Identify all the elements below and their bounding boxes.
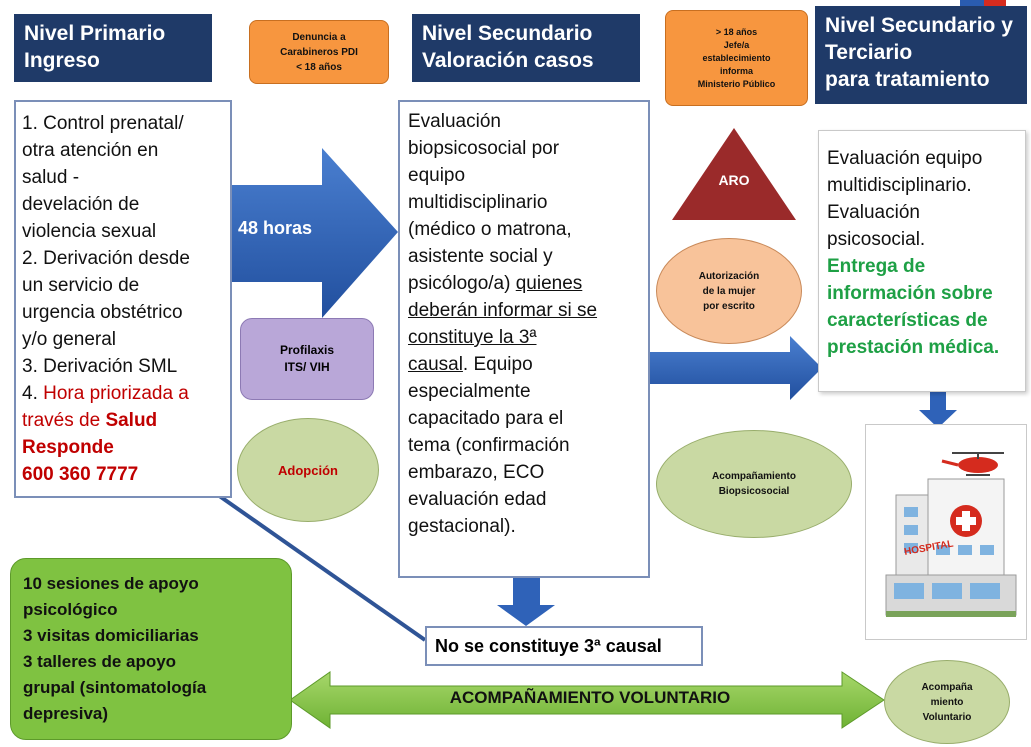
- primary-line: develación de: [22, 194, 140, 215]
- primary-line: un servicio de: [22, 275, 140, 296]
- header-secondary: Nivel Secundario Valoración casos: [412, 14, 640, 82]
- secondary-line: especialmente: [408, 381, 531, 402]
- secondary-line: causal. Equipo: [408, 351, 640, 378]
- badge-adopcion: Adopción: [237, 418, 379, 522]
- green-line: psicológico: [23, 600, 118, 619]
- secondary-line: embarazo, ECO: [408, 462, 545, 483]
- tertiary-line: Evaluación equipo: [827, 148, 983, 169]
- primary-line: 2. Derivación desde: [22, 248, 190, 269]
- tertiary-box: Evaluación equipo multidisciplinario. Ev…: [818, 130, 1026, 392]
- badge-acompanamiento-voluntario: Acompaña miento Voluntario: [884, 660, 1010, 744]
- arrow-to-hospital: [919, 392, 957, 428]
- badge-autorizacion: Autorización de la mujer por escrito: [656, 238, 802, 344]
- secondary-line: deberán informar si se: [408, 300, 598, 321]
- header-tertiary: Nivel Secundario y Terciario para tratam…: [815, 6, 1027, 104]
- primary-line: Responde: [22, 437, 114, 458]
- primary-line: violencia sexual: [22, 221, 157, 242]
- tertiary-line: información sobre: [827, 283, 993, 304]
- secondary-underlined: quienes: [515, 273, 583, 294]
- secondary-line: asistente social y: [408, 246, 553, 267]
- primary-highlight: través de: [22, 410, 106, 431]
- primary-line: salud -: [22, 167, 80, 188]
- secondary-box: Evaluación biopsicosocial por equipo mul…: [398, 100, 650, 578]
- flag-blue: [960, 0, 984, 6]
- primary-line: urgencia obstétrico: [22, 302, 183, 323]
- tertiary-line: multidisciplinario.: [827, 175, 972, 196]
- green-line: 10 sesiones de apoyo: [23, 574, 199, 593]
- secondary-text: psicólogo/a): [408, 273, 516, 294]
- primary-box: 1. Control prenatal/ otra atención en sa…: [14, 100, 232, 498]
- primary-line: 4. Hora priorizada a: [22, 380, 224, 407]
- primary-phone: 600 360 7777: [22, 464, 139, 485]
- arrow-to-no-causal: [497, 578, 555, 626]
- aro-triangle: [672, 128, 796, 220]
- badge-profilaxis: Profilaxis ITS/ VIH: [240, 318, 374, 400]
- primary-line: 3. Derivación SML: [22, 356, 178, 377]
- secondary-line: Evaluación: [408, 111, 501, 132]
- secondary-text: . Equipo: [462, 354, 533, 375]
- primary-highlight: Hora priorizada a: [43, 383, 189, 404]
- hospital-panel: HOSPITAL: [865, 424, 1027, 640]
- green-line: 3 talleres de apoyo: [23, 652, 177, 671]
- secondary-line: capacitado para el: [408, 408, 564, 429]
- tertiary-line: Evaluación: [827, 202, 920, 223]
- secondary-line: tema (confirmación: [408, 435, 570, 456]
- secondary-line: equipo: [408, 165, 466, 186]
- arrow-48h: [230, 148, 398, 318]
- badge-ministerio: > 18 años Jefe/a establecimiento informa…: [665, 10, 808, 106]
- tertiary-line: prestación médica.: [827, 337, 1000, 358]
- green-support-box: 10 sesiones de apoyo psicológico 3 visit…: [10, 558, 292, 740]
- green-line: 3 visitas domiciliarias: [23, 626, 199, 645]
- primary-highlight-bold: Salud: [105, 410, 158, 431]
- secondary-line: evaluación edad: [408, 489, 547, 510]
- hospital-icon: [885, 452, 1017, 617]
- primary-line: 1. Control prenatal/: [22, 113, 184, 134]
- secondary-line: (médico o matrona,: [408, 219, 572, 240]
- secondary-line: multidisciplinario: [408, 192, 548, 213]
- tertiary-line: Entrega de: [827, 256, 926, 277]
- secondary-line: biopsicosocial por: [408, 138, 560, 159]
- header-primary: Nivel Primario Ingreso: [14, 14, 212, 82]
- green-line: depresiva): [23, 704, 109, 723]
- voluntario-bar-label: ACOMPAÑAMIENTO VOLUNTARIO: [449, 688, 731, 707]
- tertiary-line: psicosocial.: [827, 229, 926, 250]
- secondary-underlined: causal: [408, 354, 463, 375]
- badge-denuncia: Denuncia a Carabineros PDI < 18 años: [249, 20, 389, 84]
- green-line: grupal (sintomatología: [23, 678, 207, 697]
- badge-acompanamiento-bio: Acompañamiento Biopsicosocial: [656, 430, 852, 538]
- no-causal-box: No se constituye 3ª causal: [425, 626, 703, 666]
- return-line: [206, 486, 427, 642]
- label-48-horas: 48 horas: [238, 218, 313, 238]
- flag-red: [984, 0, 1006, 6]
- secondary-line: constituye la 3ª: [408, 327, 537, 348]
- arrow-to-tertiary: [650, 336, 822, 400]
- tertiary-line: características de: [827, 310, 988, 331]
- secondary-line: gestacional).: [408, 516, 516, 537]
- primary-line-prefix: 4.: [22, 383, 44, 404]
- aro-label: ARO: [718, 172, 750, 188]
- primary-line: y/o general: [22, 329, 117, 350]
- primary-line: otra atención en: [22, 140, 159, 161]
- primary-line: través de Salud: [22, 407, 224, 434]
- secondary-line: psicólogo/a) quienes: [408, 270, 640, 297]
